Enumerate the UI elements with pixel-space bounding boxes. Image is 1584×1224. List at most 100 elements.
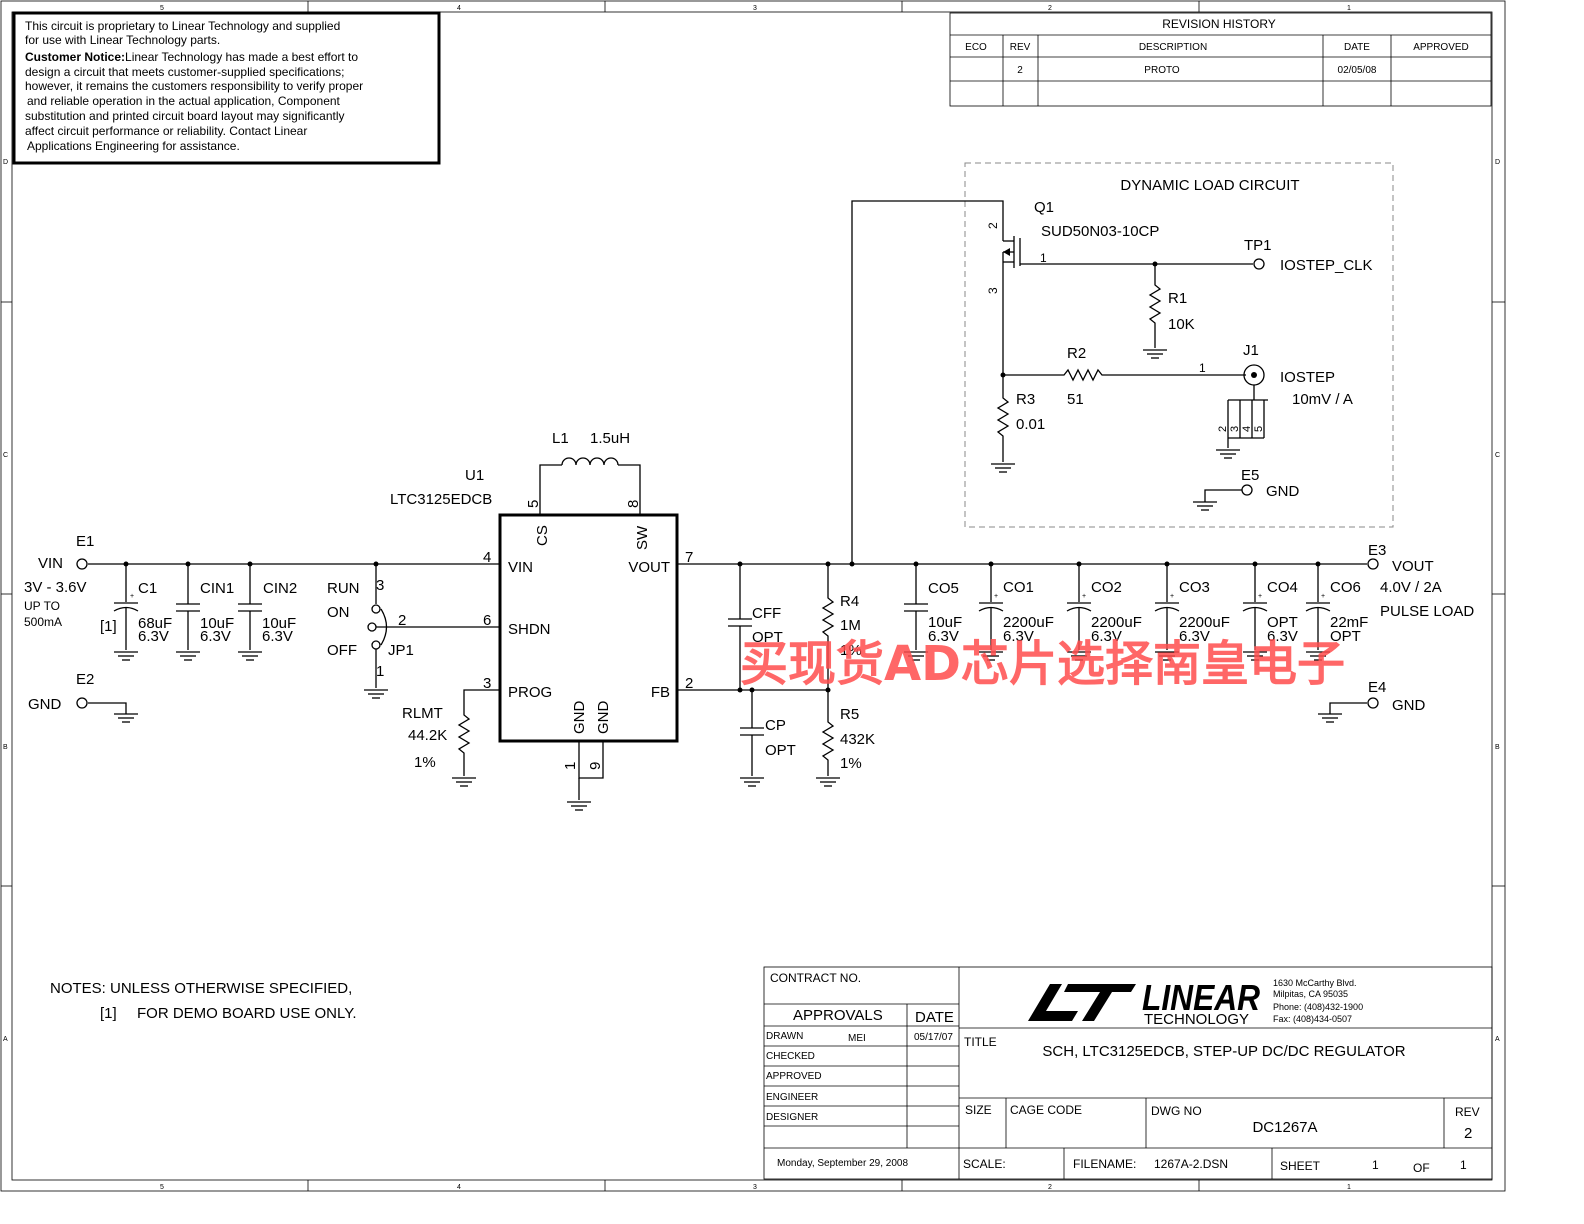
q1-part: SUD50N03-10CP: [1041, 223, 1159, 240]
jp1-run-label: RUN: [327, 580, 360, 597]
co2-voltage: 6.3V: [1091, 628, 1122, 645]
q1-ref: Q1: [1034, 199, 1054, 216]
co4-value: OPT: [1267, 614, 1298, 631]
iostep-scale: 10mV / A: [1292, 391, 1353, 408]
e1-terminal: [76, 558, 88, 570]
zone-col-4-bottom: 4: [457, 1184, 461, 1191]
u1-pin-gnd-1: GND: [571, 701, 588, 735]
r5-tolerance: 1%: [840, 755, 862, 772]
jp1-pin2: [367, 622, 377, 632]
u1-gnd-pin1-num: 1: [562, 762, 579, 770]
j1-bnc-connector: [1216, 364, 1268, 459]
u1-pin-sw: SW: [634, 525, 651, 550]
r4-ref: R4: [840, 593, 859, 610]
rev-value: 2: [1464, 1125, 1472, 1142]
notes-line-2: FOR DEMO BOARD USE ONLY.: [137, 1005, 357, 1022]
notes-ref: [1]: [100, 1005, 117, 1022]
rev-row-date: 02/05/08: [1338, 65, 1377, 76]
co5-ref: CO5: [928, 580, 959, 597]
cp-value: OPT: [765, 742, 796, 759]
r5-ref: R5: [840, 706, 859, 723]
cin1-value: 10uF: [200, 615, 234, 632]
l1-value: 1.5uH: [590, 430, 630, 447]
zone-col-2-bottom: 2: [1048, 1184, 1052, 1191]
drawn-label: DRAWN: [766, 1031, 803, 1042]
u1-pin6-num: 6: [483, 612, 491, 629]
u1-gnd-pin9-num: 9: [587, 762, 604, 770]
co4-voltage: 6.3V: [1267, 628, 1298, 645]
u1-pin3-num: 3: [483, 675, 491, 692]
date-header: DATE: [915, 1009, 954, 1026]
r3-value: 0.01: [1016, 416, 1045, 433]
svg-text:+: +: [130, 593, 134, 600]
c1-value: 68uF: [138, 615, 172, 632]
co1-value: 2200uF: [1003, 614, 1054, 631]
title-block: CONTRACT NO. APPROVALS DATE DRAWN MEI 05…: [763, 966, 1493, 1180]
co1-ref: CO1: [1003, 579, 1034, 596]
u1-part: LTC3125EDCB: [390, 491, 492, 508]
zone-col-2-top: 2: [1048, 5, 1052, 12]
e3-ref: E3: [1368, 542, 1386, 559]
revision-title: REVISION HISTORY: [1162, 17, 1276, 31]
drawn-date: 05/17/07: [914, 1032, 953, 1043]
title-label: TITLE: [964, 1035, 997, 1049]
cff-ref: CFF: [752, 605, 781, 622]
jp1-pin3: [371, 604, 381, 614]
tp1-ref: TP1: [1244, 237, 1272, 254]
j1-pin5: 5: [1253, 426, 1265, 432]
filename-value: 1267A-2.DSN: [1154, 1157, 1228, 1171]
approved-label: APPROVED: [766, 1071, 822, 1082]
dwg-no-value: DC1267A: [1252, 1119, 1317, 1136]
e5-gnd-label: GND: [1266, 483, 1300, 500]
notice-bold: Customer Notice:: [25, 50, 125, 64]
co3-ref: CO3: [1179, 579, 1210, 596]
cin2-ref: CIN2: [263, 580, 297, 597]
u1-pin-vin: VIN: [508, 559, 533, 576]
u1-pin4-num: 4: [483, 549, 491, 566]
customer-notice: This circuit is proprietary to Linear Te…: [12, 11, 441, 165]
notice-line-1: This circuit is proprietary to Linear Te…: [25, 19, 340, 33]
co4-ref: CO4: [1267, 579, 1298, 596]
iostep-label: IOSTEP: [1280, 369, 1335, 386]
r4-value: 1M: [840, 617, 861, 634]
jp1-ref: JP1: [388, 642, 414, 659]
r1-ground-symbol: [1143, 349, 1167, 359]
svg-text:+: +: [994, 593, 998, 600]
e5-ref: E5: [1241, 467, 1259, 484]
e2-gnd-label: GND: [28, 696, 62, 713]
main-circuit: E1 VIN 3V - 3.6V UP TO 500mA E2 GND + C1…: [24, 430, 1474, 811]
jp1-pin2-num: 2: [398, 612, 406, 629]
notice-line-8: affect circuit performance or reliabilit…: [25, 124, 307, 138]
e4-ref: E4: [1368, 679, 1386, 696]
zone-col-5-bottom: 5: [160, 1184, 164, 1191]
r5-value: 432K: [840, 731, 875, 748]
co6-value: 22mF: [1330, 614, 1368, 631]
notice-line-6: and reliable operation in the actual app…: [27, 94, 341, 108]
u1-pin-gnd-2: GND: [595, 701, 612, 735]
c1-ref: C1: [138, 580, 157, 597]
rev-header-eco: ECO: [965, 42, 987, 53]
notice-line-2: for use with Linear Technology parts.: [25, 33, 220, 47]
address-line-4: Fax: (408)434-0507: [1273, 1014, 1352, 1024]
co3-value: 2200uF: [1179, 614, 1230, 631]
vin-current: 500mA: [24, 615, 62, 629]
q1-pin3: 3: [986, 287, 1000, 294]
zone-row-b-right: B: [1495, 744, 1500, 751]
cff-value: OPT: [752, 629, 783, 646]
logo-technology: TECHNOLOGY: [1144, 1011, 1249, 1028]
svg-text:+: +: [1321, 593, 1325, 600]
zone-row-c-left: C: [3, 452, 8, 459]
address-line-3: Phone: (408)432-1900: [1273, 1002, 1363, 1012]
e4-terminal: [1367, 697, 1379, 709]
vout-label: VOUT: [1392, 558, 1434, 575]
address-line-1: 1630 McCarthy Blvd.: [1273, 978, 1357, 988]
pulse-load-label: PULSE LOAD: [1380, 603, 1474, 620]
rev-label: REV: [1455, 1105, 1480, 1119]
r3-ground-symbol: [991, 463, 1015, 473]
cin1-voltage: 6.3V: [200, 628, 231, 645]
logo-linear: LINEAR: [1142, 977, 1260, 1018]
c1-voltage: 6.3V: [138, 628, 169, 645]
engineer-label: ENGINEER: [766, 1092, 818, 1103]
co3-voltage: 6.3V: [1179, 628, 1210, 645]
